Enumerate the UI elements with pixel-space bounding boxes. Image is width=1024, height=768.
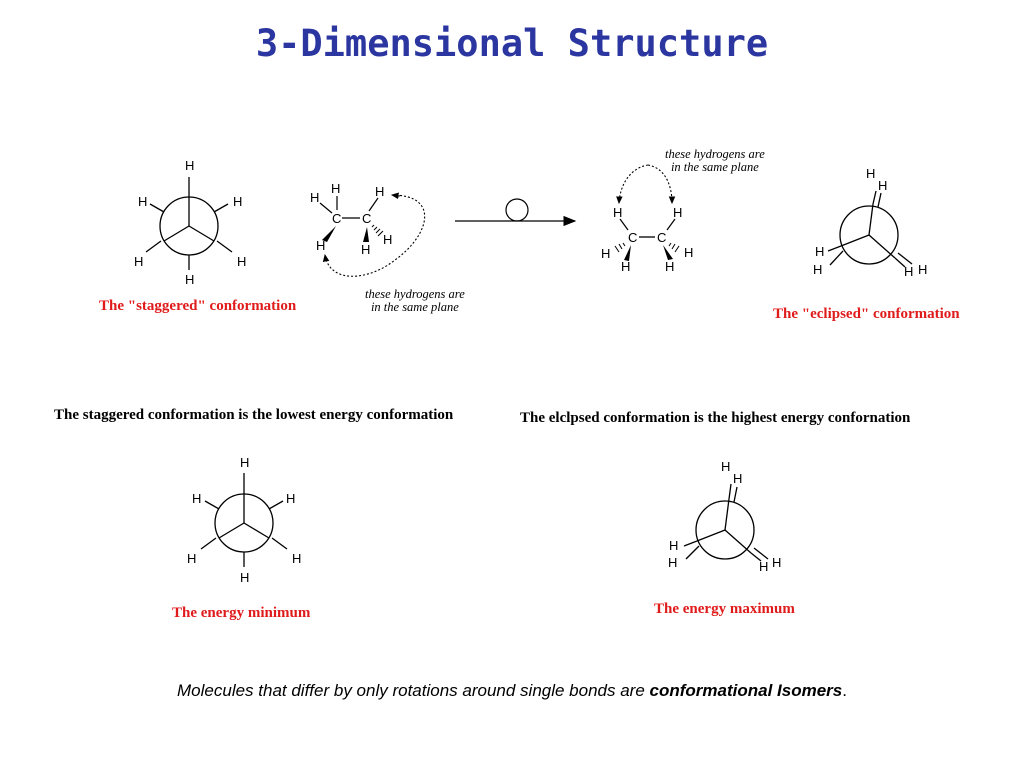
footer-emphasis: conformational Isomers: [649, 681, 843, 700]
atom-h: H: [665, 259, 674, 274]
atom-h: H: [138, 194, 147, 209]
footer-sentence: Molecules that differ by only rotations …: [0, 681, 1024, 701]
atom-h: H: [185, 158, 194, 173]
atom-c: C: [657, 230, 666, 245]
label-staggered-lowest: The staggered conformation is the lowest…: [54, 407, 454, 423]
atom-h: H: [721, 459, 730, 474]
note-same-plane-left: these hydrogens are in the same plane: [365, 288, 465, 314]
atom-h: H: [316, 238, 325, 253]
rotation-arrow: [455, 198, 577, 227]
atom-h: H: [240, 455, 249, 470]
atom-h: H: [134, 254, 143, 269]
atom-h: H: [621, 259, 630, 274]
atom-h: H: [601, 246, 610, 261]
atom-h: H: [772, 555, 781, 570]
atom-h: H: [733, 471, 742, 486]
atom-h: H: [878, 178, 887, 193]
atom-h: H: [375, 184, 384, 199]
atom-h: H: [866, 166, 875, 181]
sawhorse-eclipsed: C C H H H H H H: [601, 164, 693, 274]
footer-text: Molecules that differ by only rotations …: [177, 681, 650, 700]
footer-end: .: [842, 681, 847, 700]
newman-eclipsed-bottom: H H H H H H: [668, 459, 781, 574]
page-title: 3-Dimensional Structure: [255, 22, 769, 65]
note-line: in the same plane: [370, 300, 459, 314]
atom-h: H: [331, 181, 340, 196]
atom-h: H: [185, 272, 194, 287]
atom-h: H: [904, 264, 913, 279]
atom-h: H: [759, 559, 768, 574]
newman-eclipsed-top: H H H H H H: [813, 166, 927, 279]
rotation-circle-icon: [505, 198, 529, 222]
atom-c: C: [332, 211, 341, 226]
atom-h: H: [361, 242, 370, 257]
note-line: these hydrogens are: [365, 287, 465, 301]
newman-staggered-bottom: H H H H H H: [187, 455, 301, 585]
label-eclipsed-highest: The elclpsed conformation is the highest…: [520, 410, 911, 426]
label-energy-minimum: The energy minimum: [172, 605, 311, 621]
atom-c: C: [628, 230, 637, 245]
atom-h: H: [187, 551, 196, 566]
atom-h: H: [668, 555, 677, 570]
atom-h: H: [918, 262, 927, 277]
atom-h: H: [286, 491, 295, 506]
atom-h: H: [192, 491, 201, 506]
atom-h: H: [310, 190, 319, 205]
atom-h: H: [684, 245, 693, 260]
atom-h: H: [292, 551, 301, 566]
atom-h: H: [383, 232, 392, 247]
atom-h: H: [815, 244, 824, 259]
atom-h: H: [673, 205, 682, 220]
label-staggered-conformation: The "staggered" conformation: [99, 298, 297, 314]
atom-h: H: [237, 254, 246, 269]
atom-h: H: [813, 262, 822, 277]
atom-h: H: [240, 570, 249, 585]
note-line: these hydrogens are: [665, 147, 765, 161]
atom-h: H: [613, 205, 622, 220]
note-line: in the same plane: [670, 160, 759, 174]
sawhorse-staggered: C C H H H H H H: [310, 181, 426, 277]
atom-c: C: [362, 211, 371, 226]
note-same-plane-right: these hydrogens are in the same plane: [665, 148, 765, 174]
newman-staggered-top: H H H H H H: [134, 158, 246, 287]
label-energy-maximum: The energy maximum: [654, 601, 795, 617]
atom-h: H: [233, 194, 242, 209]
label-eclipsed-conformation: The "eclipsed" conformation: [773, 306, 960, 322]
atom-h: H: [669, 538, 678, 553]
